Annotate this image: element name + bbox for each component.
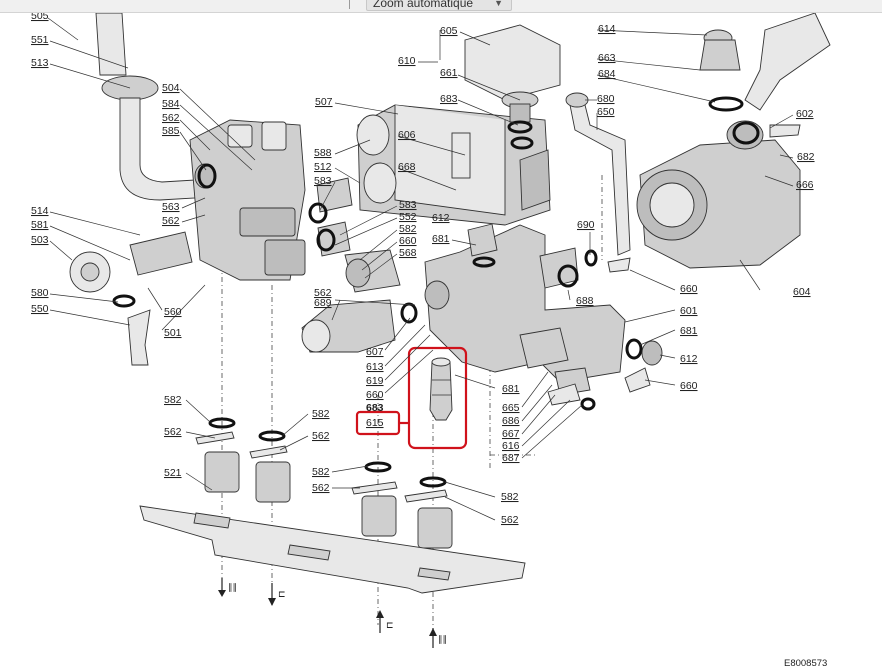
label-521: 521 [164, 467, 182, 479]
label-562-d: 562 [164, 426, 182, 438]
label-504: 504 [162, 82, 180, 94]
label-562-c: 562 [314, 287, 332, 299]
label-582-a: 582 [399, 223, 417, 235]
label-681-b: 681 [680, 325, 698, 337]
label-583-a: 583 [314, 175, 332, 187]
label-689: 689 [314, 297, 332, 309]
label-588: 588 [314, 147, 332, 159]
label-582-c: 582 [312, 408, 330, 420]
highlight-box-part [407, 346, 468, 450]
drawing-reference: E8008573 [784, 658, 827, 668]
label-660-d: 660 [366, 389, 384, 401]
label-661: 661 [440, 67, 458, 79]
label-666: 666 [796, 179, 814, 191]
label-568: 568 [399, 247, 417, 259]
label-690: 690 [577, 219, 595, 231]
label-683-a: 683 [440, 93, 458, 105]
label-582-e: 582 [501, 491, 519, 503]
label-660-c: 660 [680, 380, 698, 392]
label-552: 552 [399, 211, 417, 223]
label-582-b: 582 [164, 394, 182, 406]
label-610: 610 [398, 55, 416, 67]
label-601: 601 [680, 305, 698, 317]
svg-text:∥∥: ∥∥ [438, 634, 447, 644]
svg-text:⊏: ⊏ [278, 589, 286, 599]
flow-symbols: ∥∥ ⊏ ⊏ ∥∥ [218, 578, 447, 648]
label-604: 604 [793, 286, 811, 298]
label-680: 680 [597, 93, 615, 105]
hydraulic-block [301, 177, 663, 411]
label-551: 551 [31, 34, 49, 46]
label-583-b: 583 [399, 199, 417, 211]
label-682: 682 [797, 151, 815, 163]
label-650: 650 [597, 106, 615, 118]
base-plate [139, 505, 526, 594]
label-562-f: 562 [312, 482, 330, 494]
label-505: 505 [31, 13, 49, 22]
label-612-b: 612 [680, 353, 698, 365]
viewer-toolbar: Zoom automatique ▼ [0, 0, 882, 13]
label-605: 605 [440, 25, 458, 37]
label-663: 663 [598, 52, 616, 64]
highlighted-part-615 [355, 346, 468, 450]
label-514: 514 [31, 205, 49, 217]
label-606: 606 [398, 129, 416, 141]
label-550: 550 [31, 303, 49, 315]
label-513: 513 [31, 57, 49, 69]
label-507: 507 [315, 96, 333, 108]
label-619: 619 [366, 375, 384, 387]
label-580: 580 [31, 287, 49, 299]
label-563: 563 [162, 201, 180, 213]
part-labels: 505 551 513 504 584 562 585 507 605 610 … [31, 13, 827, 668]
label-614: 614 [598, 23, 616, 35]
label-667: 667 [502, 428, 520, 440]
svg-text:⊏: ⊏ [386, 620, 394, 630]
exploded-parts-diagram: ∥∥ ⊏ ⊏ ∥∥ [31, 13, 831, 668]
label-607: 607 [366, 346, 384, 358]
label-501: 501 [164, 327, 182, 339]
label-584: 584 [162, 98, 180, 110]
label-660-a: 660 [399, 235, 417, 247]
label-681-c: 681 [502, 383, 520, 395]
label-512: 512 [314, 161, 332, 173]
chevron-down-icon: ▼ [494, 0, 503, 8]
pipe-connectors [204, 451, 453, 549]
label-683-b: 683 [366, 402, 384, 414]
label-616: 616 [502, 440, 520, 452]
label-660-b: 660 [680, 283, 698, 295]
label-612-a: 612 [432, 212, 450, 224]
label-562-e: 562 [312, 430, 330, 442]
label-615: 615 [366, 417, 384, 429]
label-668: 668 [398, 161, 416, 173]
flue-pipe-assembly [95, 13, 196, 201]
heat-exchanger [356, 104, 551, 226]
leader-lines [47, 17, 794, 521]
label-602: 602 [796, 108, 814, 120]
zoom-label: Zoom automatique [373, 0, 474, 10]
circulator-pump [565, 13, 831, 269]
label-686: 686 [502, 415, 520, 427]
label-562-g: 562 [501, 514, 519, 526]
svg-text:∥∥: ∥∥ [228, 582, 237, 592]
label-613: 613 [366, 361, 384, 373]
label-687: 687 [502, 452, 520, 464]
label-560: 560 [164, 306, 182, 318]
label-562-b: 562 [162, 215, 180, 227]
label-582-d: 582 [312, 466, 330, 478]
label-684: 684 [598, 68, 616, 80]
label-665: 665 [502, 402, 520, 414]
label-585: 585 [162, 125, 180, 137]
toolbar-separator [349, 0, 350, 9]
left-valve-assembly [69, 119, 306, 366]
label-581: 581 [31, 219, 49, 231]
label-503: 503 [31, 234, 49, 246]
label-681-a: 681 [432, 233, 450, 245]
label-562-a: 562 [162, 112, 180, 124]
zoom-select[interactable]: Zoom automatique ▼ [366, 0, 512, 11]
label-688: 688 [576, 295, 594, 307]
